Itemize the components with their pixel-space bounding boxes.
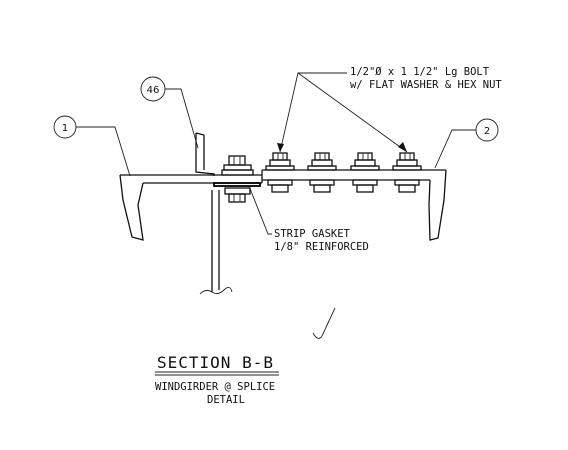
bolt-row <box>265 152 422 193</box>
callout-2-label: 2 <box>484 126 490 137</box>
bolt-note-line2: w/ FLAT WASHER & HEX NUT <box>350 79 502 91</box>
title-main: SECTION B-B <box>157 353 274 372</box>
bolt-3 <box>350 152 380 193</box>
bolt-4 <box>392 152 422 193</box>
bolt-at-plate <box>221 155 254 203</box>
shell-plate <box>199 190 233 295</box>
bolt-note-line1: 1/2"Ø x 1 1/2" Lg BOLT <box>350 66 490 78</box>
callout-46: 46 <box>140 76 199 149</box>
bolt-1 <box>265 152 295 193</box>
callout-46-label: 46 <box>147 85 160 96</box>
left-channel <box>119 174 262 241</box>
strip-gasket <box>213 182 261 187</box>
gasket-note-line1: STRIP GASKET <box>274 228 351 240</box>
title-line2: WINDGIRDER @ SPLICE <box>155 381 275 393</box>
bolt-note: 1/2"Ø x 1 1/2" Lg BOLT w/ FLAT WASHER & … <box>277 66 502 153</box>
title-line3: DETAIL <box>207 394 245 406</box>
section-title: SECTION B-B WINDGIRDER @ SPLICE DETAIL <box>155 353 279 406</box>
gasket-note-line2: 1/8" REINFORCED <box>274 241 369 253</box>
callout-2: 2 <box>434 118 499 169</box>
gasket-note: STRIP GASKET 1/8" REINFORCED <box>248 185 369 253</box>
bolt-2 <box>307 152 337 193</box>
callout-1: 1 <box>53 115 131 177</box>
callout-1-label: 1 <box>62 123 68 134</box>
check-mark-icon <box>312 307 336 339</box>
vertical-plate <box>195 132 215 176</box>
